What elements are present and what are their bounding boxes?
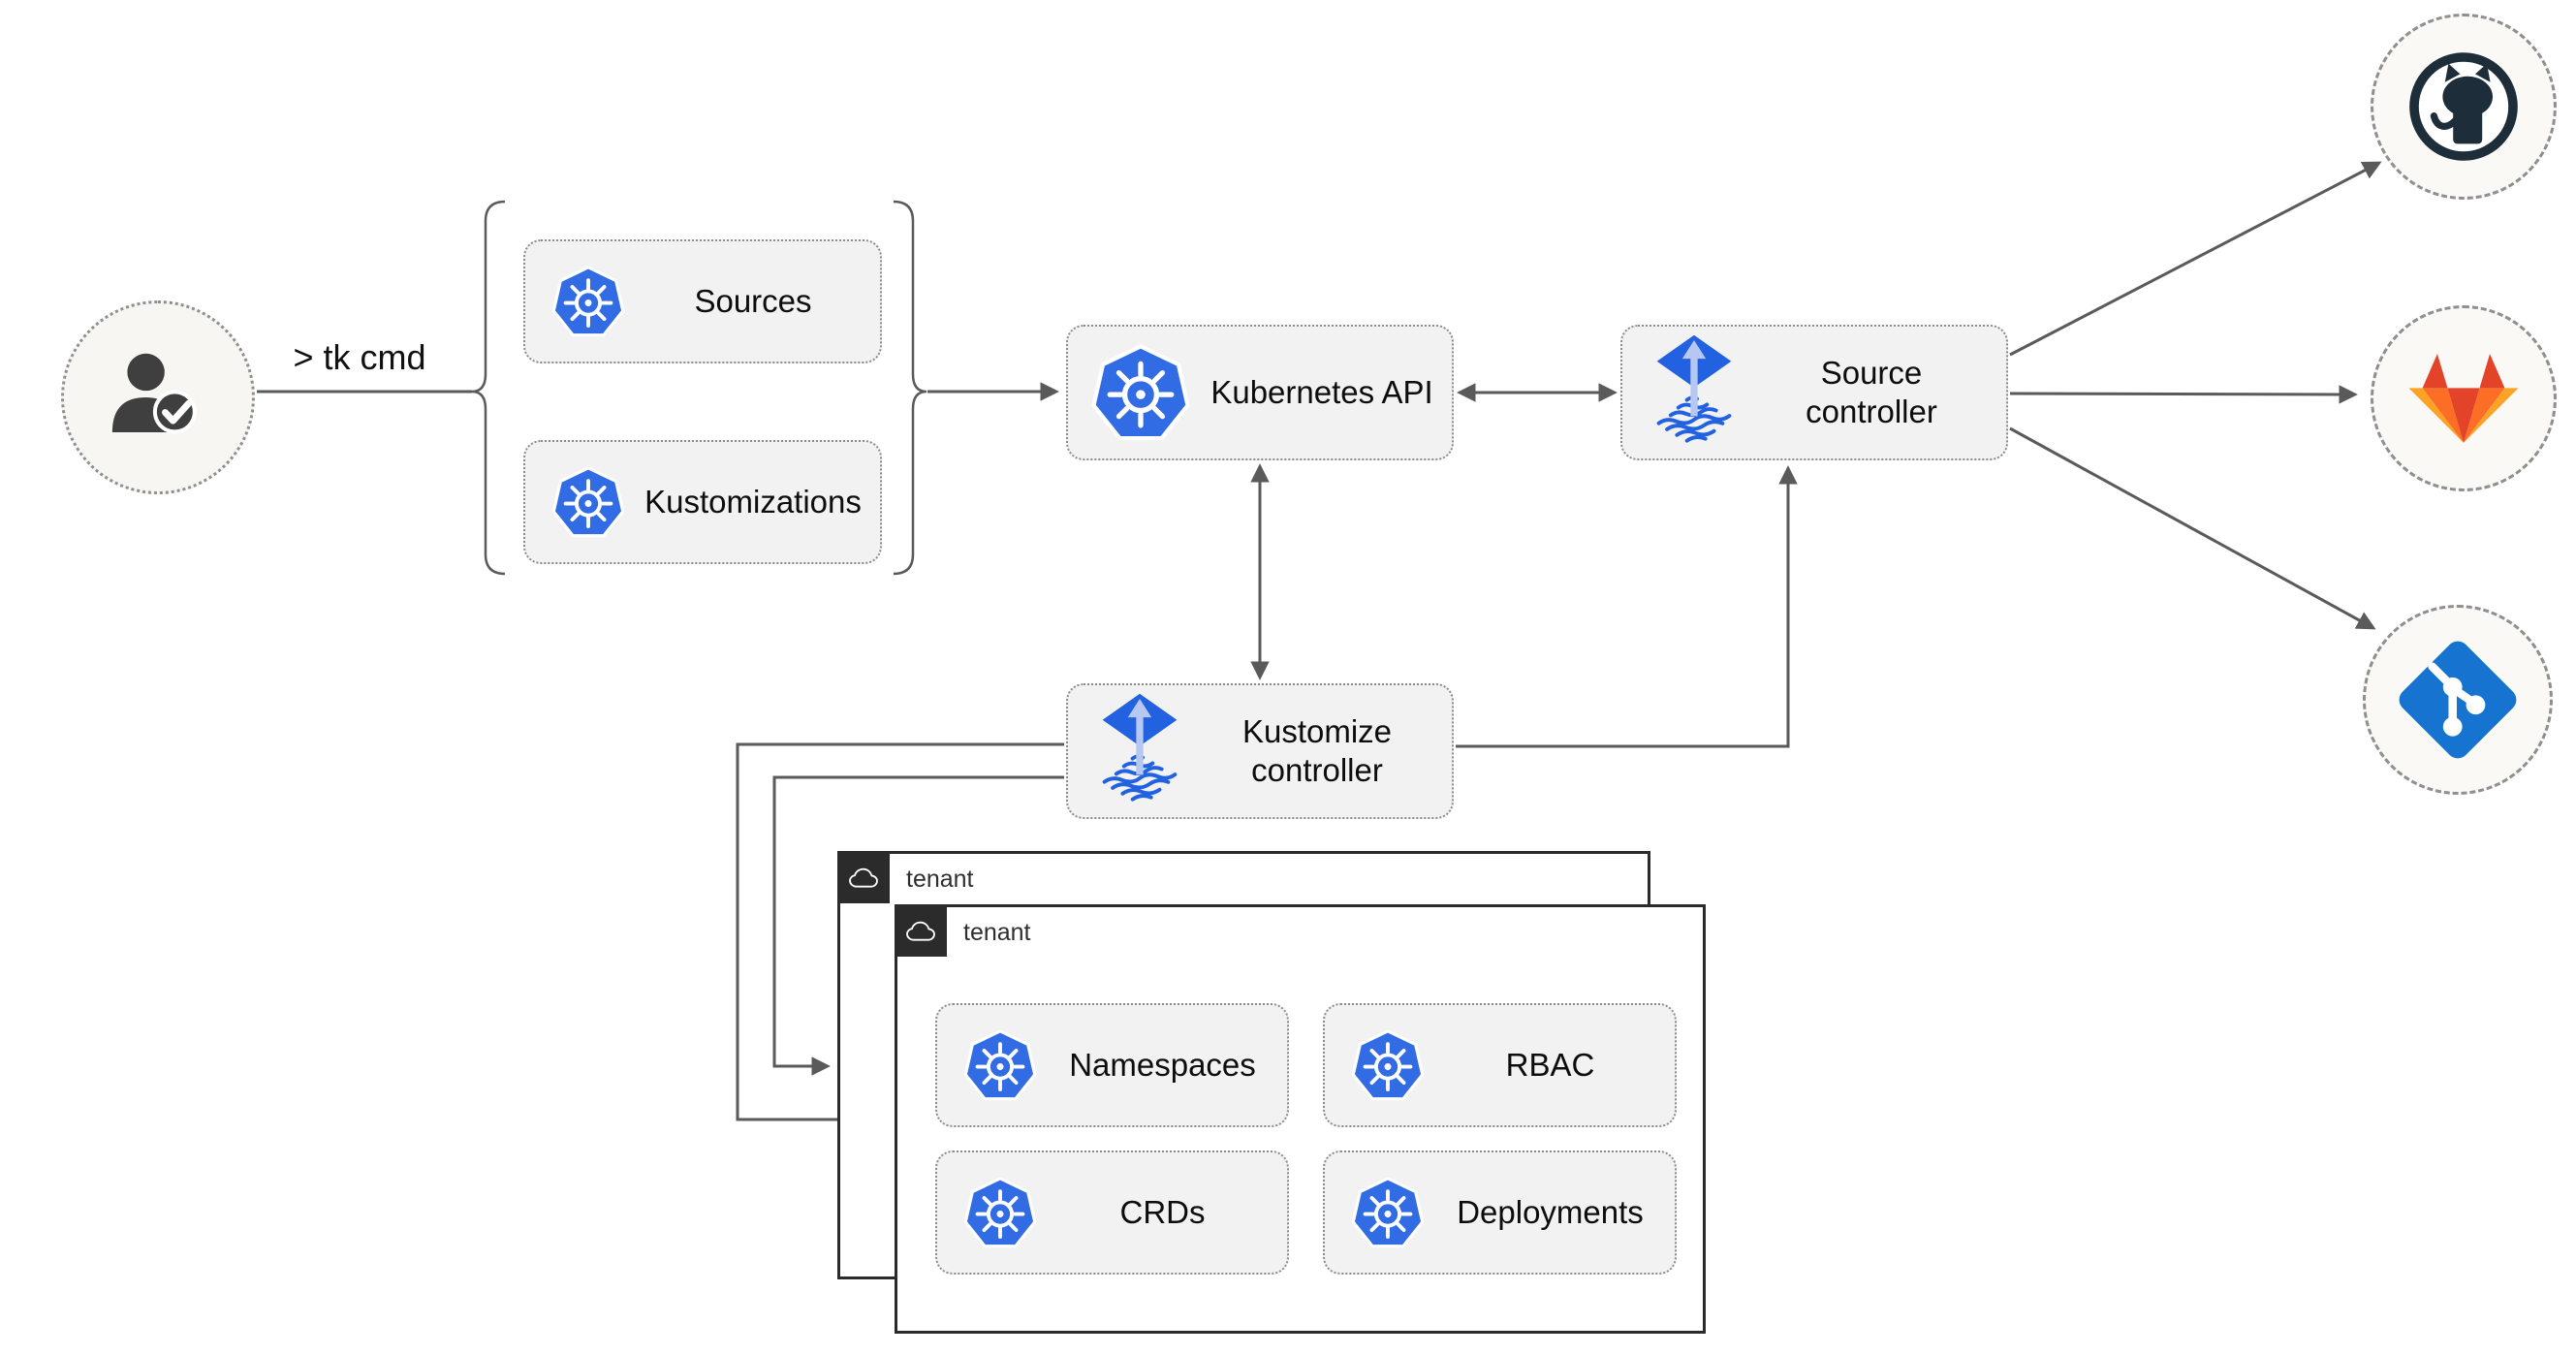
arrow-to-tenant-back: [772, 775, 1064, 1076]
kustomize-controller-label: Kustomize controller: [1241, 712, 1393, 788]
gitlab-circle: [2371, 305, 2557, 491]
source-controller-label: Source controller: [1806, 354, 1937, 429]
kubernetes-icon: [1350, 1027, 1426, 1103]
kubernetes-icon: [1350, 1175, 1426, 1250]
kustomizations-label: Kustomizations: [644, 483, 862, 520]
kubernetes-icon: [550, 264, 626, 339]
deployments-node: Deployments: [1323, 1150, 1677, 1275]
github-icon: [2405, 48, 2522, 165]
user-check-icon: [98, 337, 218, 457]
tenant-label: tenant: [906, 866, 974, 893]
right-brace: [893, 200, 927, 576]
flux-icon: [1651, 333, 1737, 452]
rbac-label: RBAC: [1505, 1046, 1595, 1083]
git-icon: [2394, 636, 2522, 764]
cloud-icon: [895, 904, 947, 957]
sources-label: Sources: [694, 282, 812, 319]
namespaces-node: Namespaces: [935, 1003, 1289, 1127]
cloud-icon: [837, 851, 890, 903]
left-brace: [471, 200, 506, 576]
git-circle: [2363, 605, 2553, 795]
arrow-kustomize-to-source: [1456, 465, 1798, 748]
crds-label: CRDs: [1119, 1193, 1206, 1230]
cli-command-label: > tk cmd: [293, 337, 426, 377]
kubernetes-api-label: Kubernetes API: [1210, 373, 1433, 410]
kustomizations-node: Kustomizations: [523, 440, 882, 564]
tenant-label: tenant: [963, 919, 1031, 946]
kubernetes-icon: [1089, 341, 1192, 444]
gitlab-icon: [2406, 347, 2521, 450]
arrow-to-git: [2009, 426, 2376, 630]
sources-node: Sources: [523, 239, 882, 363]
kubernetes-icon: [550, 464, 626, 540]
kustomize-controller-node: Kustomize controller: [1066, 683, 1454, 819]
arrow-to-tenant-front: [736, 742, 1064, 1129]
arrow-to-github: [2009, 161, 2382, 357]
user-circle: [61, 300, 255, 494]
deployments-label: Deployments: [1457, 1193, 1644, 1230]
crds-node: CRDs: [935, 1150, 1289, 1275]
kubernetes-icon: [962, 1027, 1038, 1103]
kubernetes-icon: [962, 1175, 1038, 1250]
source-controller-node: Source controller: [1620, 325, 2008, 460]
github-circle: [2371, 14, 2557, 200]
flux-icon: [1097, 692, 1182, 810]
namespaces-label: Namespaces: [1069, 1046, 1256, 1083]
rbac-node: RBAC: [1323, 1003, 1677, 1127]
kubernetes-api-node: Kubernetes API: [1066, 325, 1454, 460]
